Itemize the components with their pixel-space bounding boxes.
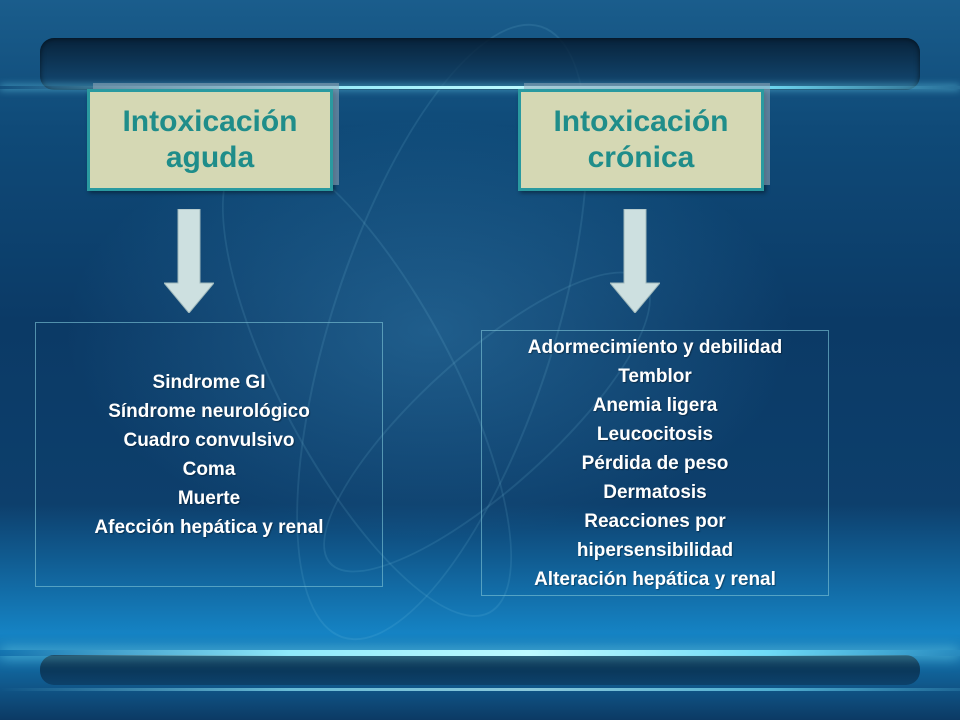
list-item: Cuadro convulsivo xyxy=(123,429,295,451)
acute-symptoms-box: Sindrome GI Síndrome neurológico Cuadro … xyxy=(35,322,383,587)
list-item: Sindrome GI xyxy=(152,371,266,393)
acute-title-box: Intoxicación aguda xyxy=(87,89,333,191)
chronic-title: Intoxicación crónica xyxy=(553,105,729,174)
top-band-decoration xyxy=(40,38,920,90)
list-item: Adormecimiento y debilidad xyxy=(527,336,783,358)
acute-symptoms-list: Sindrome GI Síndrome neurológico Cuadro … xyxy=(94,368,323,542)
down-arrow-icon xyxy=(164,209,214,313)
list-item: hipersensibilidad xyxy=(576,539,734,561)
list-item: Leucocitosis xyxy=(596,423,714,445)
list-item: Coma xyxy=(182,458,236,480)
list-item: Muerte xyxy=(177,487,241,509)
list-item: Síndrome neurológico xyxy=(108,400,310,422)
list-item: Afección hepática y renal xyxy=(94,516,324,538)
list-item: Dermatosis xyxy=(603,481,707,503)
bottom-band-decoration xyxy=(40,655,920,685)
chronic-title-box: Intoxicación crónica xyxy=(518,89,764,191)
acute-title: Intoxicación aguda xyxy=(122,105,298,174)
list-item: Anemia ligera xyxy=(592,394,718,416)
chronic-symptoms-list: Adormecimiento y debilidad Temblor Anemi… xyxy=(528,333,782,594)
chronic-symptoms-box: Adormecimiento y debilidad Temblor Anemi… xyxy=(481,330,829,596)
down-arrow-icon xyxy=(610,209,660,313)
list-item: Temblor xyxy=(618,365,692,387)
top-glow-line xyxy=(0,86,960,89)
list-item: Alteración hepática y renal xyxy=(534,568,776,590)
bottom-glow-line-secondary xyxy=(0,688,960,691)
list-item: Reacciones por xyxy=(584,510,726,532)
list-item: Pérdida de peso xyxy=(581,452,729,474)
bottom-glow-line xyxy=(0,650,960,656)
